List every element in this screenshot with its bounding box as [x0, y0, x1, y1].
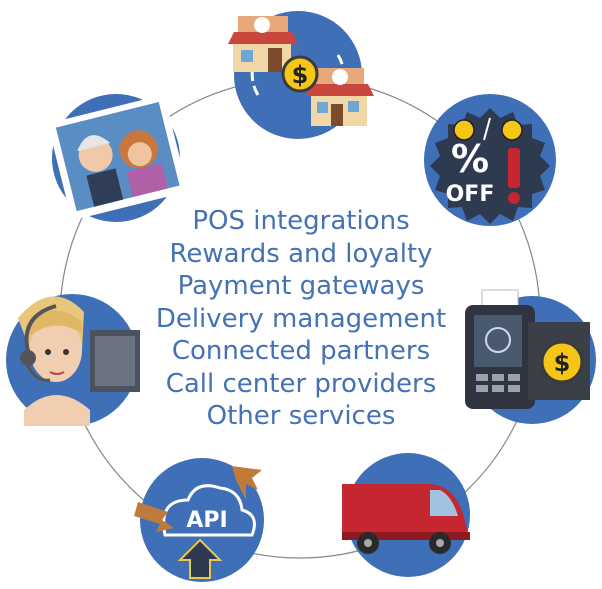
- service-item-rewards: Rewards and loyalty: [169, 238, 433, 269]
- api-cloud-icon: [134, 458, 264, 582]
- call-center-agent-icon: [6, 294, 140, 426]
- off-label: OFF: [446, 182, 495, 207]
- delivery-van-icon: [342, 453, 470, 577]
- payment-terminal-icon: [465, 289, 596, 424]
- connected-partners-photo-icon: [47, 94, 189, 222]
- restaurant-payments-icon: [228, 11, 374, 139]
- service-item-call-center: Call center providers: [165, 368, 437, 399]
- service-item-payment-gateways: Payment gateways: [177, 271, 425, 301]
- service-item-pos: POS integrations: [192, 206, 410, 236]
- coin-dollar-label: $: [292, 61, 309, 89]
- terminal-dollar-label: $: [554, 349, 571, 377]
- service-item-other: Other services: [206, 401, 396, 431]
- service-item-connected-partners: Connected partners: [171, 336, 431, 366]
- percent-label: %: [451, 137, 489, 181]
- service-item-delivery: Delivery management: [155, 303, 447, 334]
- service-list: POS integrations Rewards and loyalty Pay…: [0, 205, 602, 433]
- api-label: API: [186, 508, 227, 533]
- discount-off-icon: [424, 94, 556, 226]
